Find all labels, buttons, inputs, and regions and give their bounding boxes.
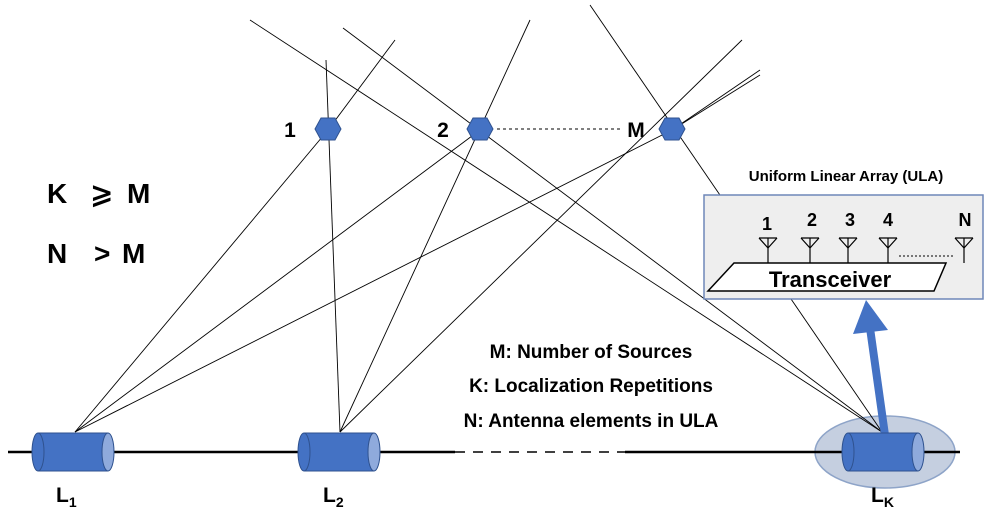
source-label-1: 1	[284, 119, 296, 142]
condition-2-right: M	[122, 238, 145, 269]
condition-1-right: M	[127, 178, 150, 209]
condition-n-gt-m: N > M	[47, 238, 145, 269]
condition-1-left: K	[47, 178, 67, 209]
location-label-1-sub: 1	[69, 494, 77, 510]
source-label-m: M	[627, 119, 645, 142]
source-node-2	[466, 117, 494, 141]
ula-element-label-4: 4	[883, 210, 893, 230]
ula-element-label-2: 2	[807, 210, 817, 230]
condition-k-ge-m: K ⩾ M	[47, 178, 150, 209]
location-cylinder-k	[841, 432, 925, 472]
location-label-2-sub: 2	[336, 494, 344, 510]
antenna-icon	[878, 237, 898, 263]
location-label-2: L2	[323, 484, 344, 510]
location-label-1-main: L	[56, 484, 69, 507]
location-label-k-sub: K	[884, 494, 894, 510]
legend-item-antennas: N: Antenna elements in ULA	[464, 411, 719, 432]
location-label-1: L1	[56, 484, 77, 510]
ula-element-label-3: 3	[845, 210, 855, 230]
condition-2-left: N	[47, 238, 67, 269]
legend-item-sources: M: Number of Sources	[490, 342, 693, 363]
antenna-icon	[954, 237, 974, 263]
condition-1-op: ⩾	[90, 178, 113, 209]
location-label-k: LK	[871, 484, 894, 510]
ula-title: Uniform Linear Array (ULA)	[749, 168, 943, 185]
ula-element-label-1: 1	[762, 214, 772, 234]
antenna-icons	[758, 237, 974, 263]
location-label-k-main: L	[871, 484, 884, 507]
condition-2-op: >	[94, 238, 110, 269]
source-label-2: 2	[437, 119, 449, 142]
transceiver-block	[706, 262, 948, 292]
antenna-icon	[838, 237, 858, 263]
source-node-m	[658, 117, 686, 141]
legend-item-repetitions: K: Localization Repetitions	[469, 376, 713, 397]
location-cylinder-2	[297, 432, 381, 472]
ula-arrow	[853, 300, 889, 436]
antenna-icon	[800, 237, 820, 263]
transceiver-label: Transceiver	[769, 267, 892, 292]
location-cylinder-1	[31, 432, 115, 472]
source-node-1	[314, 117, 342, 141]
beam-lines	[74, 4, 883, 433]
location-label-2-main: L	[323, 484, 336, 507]
antenna-icon	[758, 237, 778, 263]
ula-element-label-n: N	[959, 210, 972, 230]
